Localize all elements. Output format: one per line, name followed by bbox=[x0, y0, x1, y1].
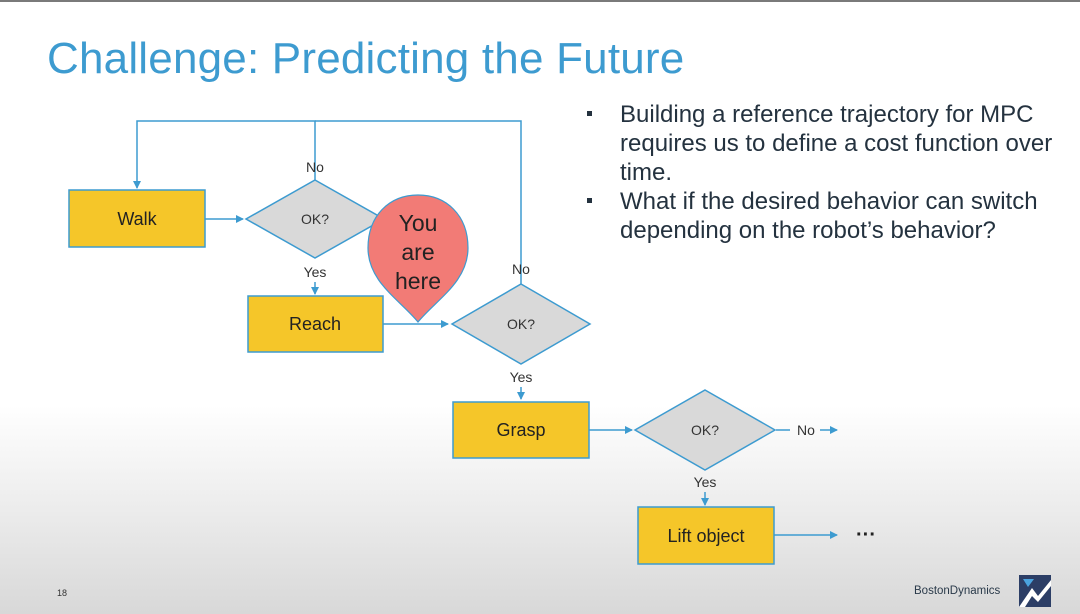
decision-label: OK? bbox=[507, 316, 535, 332]
bullet-text: Building a reference trajectory for MPC … bbox=[620, 101, 1053, 186]
page-number: 18 bbox=[57, 588, 68, 598]
bullet-list: Building a reference trajectory for MPC … bbox=[584, 100, 1064, 245]
decision-diamond bbox=[633, 389, 777, 471]
continuation-ellipsis: ··· bbox=[856, 524, 876, 546]
bullet-item: Building a reference trajectory for MPC … bbox=[584, 100, 1064, 187]
no-label: No bbox=[797, 422, 815, 438]
slide-title: Challenge: Predicting the Future bbox=[47, 34, 685, 83]
bullet-item: What if the desired behavior can switch … bbox=[584, 187, 1064, 245]
connector-loop-walk bbox=[133, 120, 316, 189]
step-grasp-label: Grasp bbox=[496, 420, 545, 440]
pin-label-line: are bbox=[401, 239, 434, 265]
pin-label-line: You bbox=[399, 210, 438, 236]
step-lift-label: Lift object bbox=[667, 526, 744, 546]
decision-diamond bbox=[450, 283, 592, 365]
step-walk-label: Walk bbox=[117, 209, 157, 229]
yes-label: Yes bbox=[510, 369, 533, 385]
brand-name: BostonDynamics bbox=[914, 585, 1001, 597]
decision-label: OK? bbox=[301, 211, 329, 227]
connector-loop-reach bbox=[315, 120, 522, 284]
you-are-here-pin bbox=[367, 194, 469, 323]
step-reach-box bbox=[247, 295, 384, 353]
top-border bbox=[0, 0, 1080, 2]
bullet-text: What if the desired behavior can switch … bbox=[620, 188, 1038, 244]
yes-label: Yes bbox=[304, 264, 327, 280]
step-reach-label: Reach bbox=[289, 314, 341, 334]
yes-label: Yes bbox=[694, 474, 717, 490]
step-lift-box bbox=[637, 506, 775, 565]
decision-diamond bbox=[244, 179, 386, 259]
step-grasp-box bbox=[452, 401, 590, 459]
bullet-marker-icon bbox=[587, 198, 592, 203]
bullet-marker-icon bbox=[587, 111, 592, 116]
boston-dynamics-logo-icon bbox=[1019, 575, 1051, 607]
decision-label: OK? bbox=[691, 422, 719, 438]
pin-label-line: here bbox=[395, 268, 441, 294]
no-label: No bbox=[306, 159, 324, 175]
step-walk-box bbox=[68, 189, 206, 248]
no-label: No bbox=[512, 261, 530, 277]
